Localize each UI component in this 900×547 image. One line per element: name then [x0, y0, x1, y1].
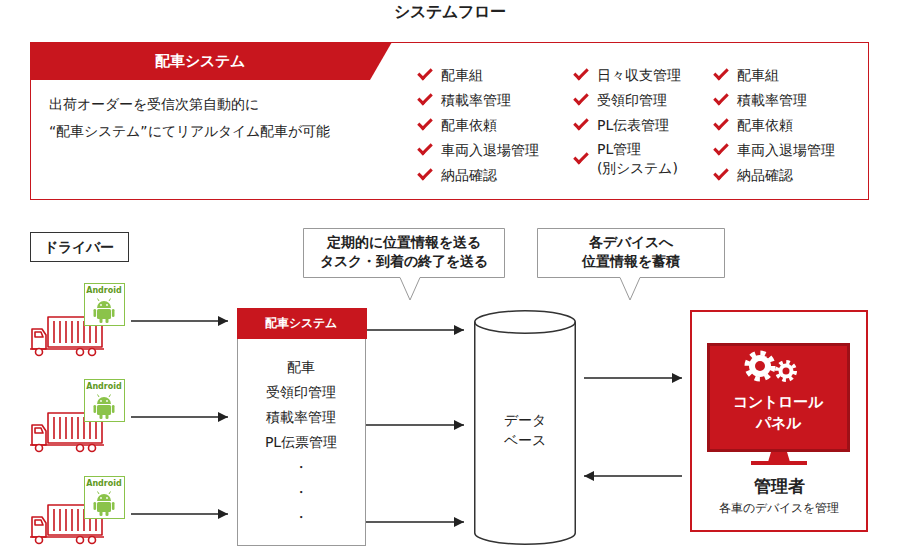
- check-item: 納品確認: [441, 165, 571, 185]
- flow-arrow: [366, 424, 464, 426]
- android-badge: Android: [84, 379, 125, 422]
- check-item: 車両入退場管理: [441, 140, 571, 160]
- check-item: 積載率管理: [441, 90, 571, 110]
- badge-label: Android: [85, 382, 123, 392]
- gear-hole: [755, 361, 765, 371]
- check-item: 積載率管理: [737, 90, 867, 110]
- badge-label: Android: [85, 479, 123, 489]
- flow-arrow: [584, 377, 682, 379]
- check-item: 車両入退場管理: [737, 140, 867, 160]
- database-cylinder: データ ベース: [474, 310, 576, 545]
- diagram-title: システムフロー: [0, 2, 900, 22]
- robot-arm: [94, 405, 97, 413]
- flow-arrow: [131, 416, 228, 418]
- tab-title: 配車システム: [30, 51, 370, 71]
- role-title: 管理者: [692, 474, 866, 498]
- description-text: 出荷オーダーを受信次第自動的に “配車システム”にてリアルタイム配車が可能: [49, 91, 389, 145]
- check-item: 配車組: [441, 65, 571, 85]
- robot-body: [97, 405, 111, 415]
- robot-eye: [100, 497, 102, 499]
- robot-eye: [106, 304, 108, 306]
- robot-arm: [112, 502, 115, 510]
- gear-body: [749, 355, 771, 377]
- robot-leg: [100, 317, 103, 323]
- function-item: ・: [238, 482, 364, 502]
- check-item: 受領印管理: [597, 90, 727, 110]
- check-item: 配車組: [737, 65, 867, 85]
- check-item: PL管理 (別システム): [597, 140, 692, 178]
- feature-panel: 出荷オーダーを受信次第自動的に “配車システム”にてリアルタイム配車が可能 配車組…: [30, 42, 869, 200]
- robot-eye: [106, 497, 108, 499]
- robot-antenna: [98, 395, 111, 398]
- robot-eye: [106, 400, 108, 402]
- robot-head: [97, 397, 111, 404]
- robot-body: [97, 502, 111, 512]
- function-item: ・: [238, 457, 364, 477]
- monitor-base: [751, 461, 807, 465]
- header-title: 配車システム: [237, 308, 365, 338]
- bubble-outline: [538, 229, 725, 301]
- flow-arrow: [584, 475, 682, 477]
- flow-arrow: [366, 329, 464, 331]
- label-box: ドライバー: [30, 232, 129, 262]
- header-tab: 配車システム: [30, 42, 392, 80]
- flow-arrow: [131, 513, 228, 515]
- callout-text: 各デバイスへ 位置情報を蓄積: [556, 233, 706, 271]
- function-item: 受領印管理: [238, 382, 364, 402]
- database-label: データ ベース: [495, 410, 555, 450]
- robot-antenna: [98, 492, 111, 495]
- callout-bubble: 各デバイスへ 位置情報を蓄積: [537, 228, 725, 278]
- robot-leg: [106, 317, 109, 323]
- android-badge: Android: [84, 476, 125, 519]
- bubble-outline: [304, 229, 505, 301]
- robot-leg: [100, 413, 103, 419]
- robot-arm: [94, 309, 97, 317]
- cylinder-rim: [475, 322, 576, 333]
- check-item: PL伝表管理: [597, 115, 727, 135]
- check-item: 納品確認: [737, 165, 867, 185]
- check-item: 日々収支管理: [597, 65, 727, 85]
- box-label: ドライバー: [31, 233, 127, 261]
- robot-eye: [100, 304, 102, 306]
- robot-head: [97, 301, 111, 308]
- robot-antenna: [98, 299, 111, 302]
- cylinder-body: [475, 311, 576, 544]
- function-item: ・: [238, 507, 364, 527]
- badge-label: Android: [85, 286, 123, 296]
- robot-leg: [106, 413, 109, 419]
- check-item: 配車依頼: [737, 115, 867, 135]
- gear-teeth: [747, 353, 773, 379]
- monitor-stand: [768, 452, 790, 462]
- gear-hole: [783, 368, 790, 375]
- gear-teeth: [777, 362, 795, 380]
- robot-eye: [100, 400, 102, 402]
- robot-body: [97, 309, 111, 319]
- robot-leg: [100, 510, 103, 516]
- android-badge: Android: [84, 283, 125, 326]
- flow-arrow: [366, 521, 464, 523]
- flow-arrow: [131, 320, 228, 322]
- role-desc: 各車のデバイスを管理: [692, 500, 866, 516]
- robot-leg: [106, 510, 109, 516]
- function-item: PL伝票管理: [238, 432, 364, 452]
- function-item: 配車: [238, 357, 364, 377]
- robot-arm: [94, 502, 97, 510]
- robot-arm: [112, 405, 115, 413]
- robot-head: [97, 494, 111, 501]
- system-header: 配車システム: [237, 308, 367, 339]
- system-box: 配車受領印管理積載率管理PL伝票管理・・・配車システム: [237, 308, 366, 546]
- gear-body: [779, 364, 794, 379]
- screen-label: コントロール パネル: [723, 392, 833, 434]
- function-item: 積載率管理: [238, 407, 364, 427]
- check-item: 配車依頼: [441, 115, 571, 135]
- admin-box: 管理者各車のデバイスを管理 コントロール パネル: [690, 310, 868, 532]
- tab-fill: [30, 42, 392, 80]
- robot-arm: [112, 309, 115, 317]
- monitor-screen: コントロール パネル: [707, 343, 850, 452]
- callout-text: 定期的に位置情報を送る タスク・到着の終了を送る: [314, 233, 494, 271]
- callout-bubble: 定期的に位置情報を送る タスク・到着の終了を送る: [303, 228, 505, 278]
